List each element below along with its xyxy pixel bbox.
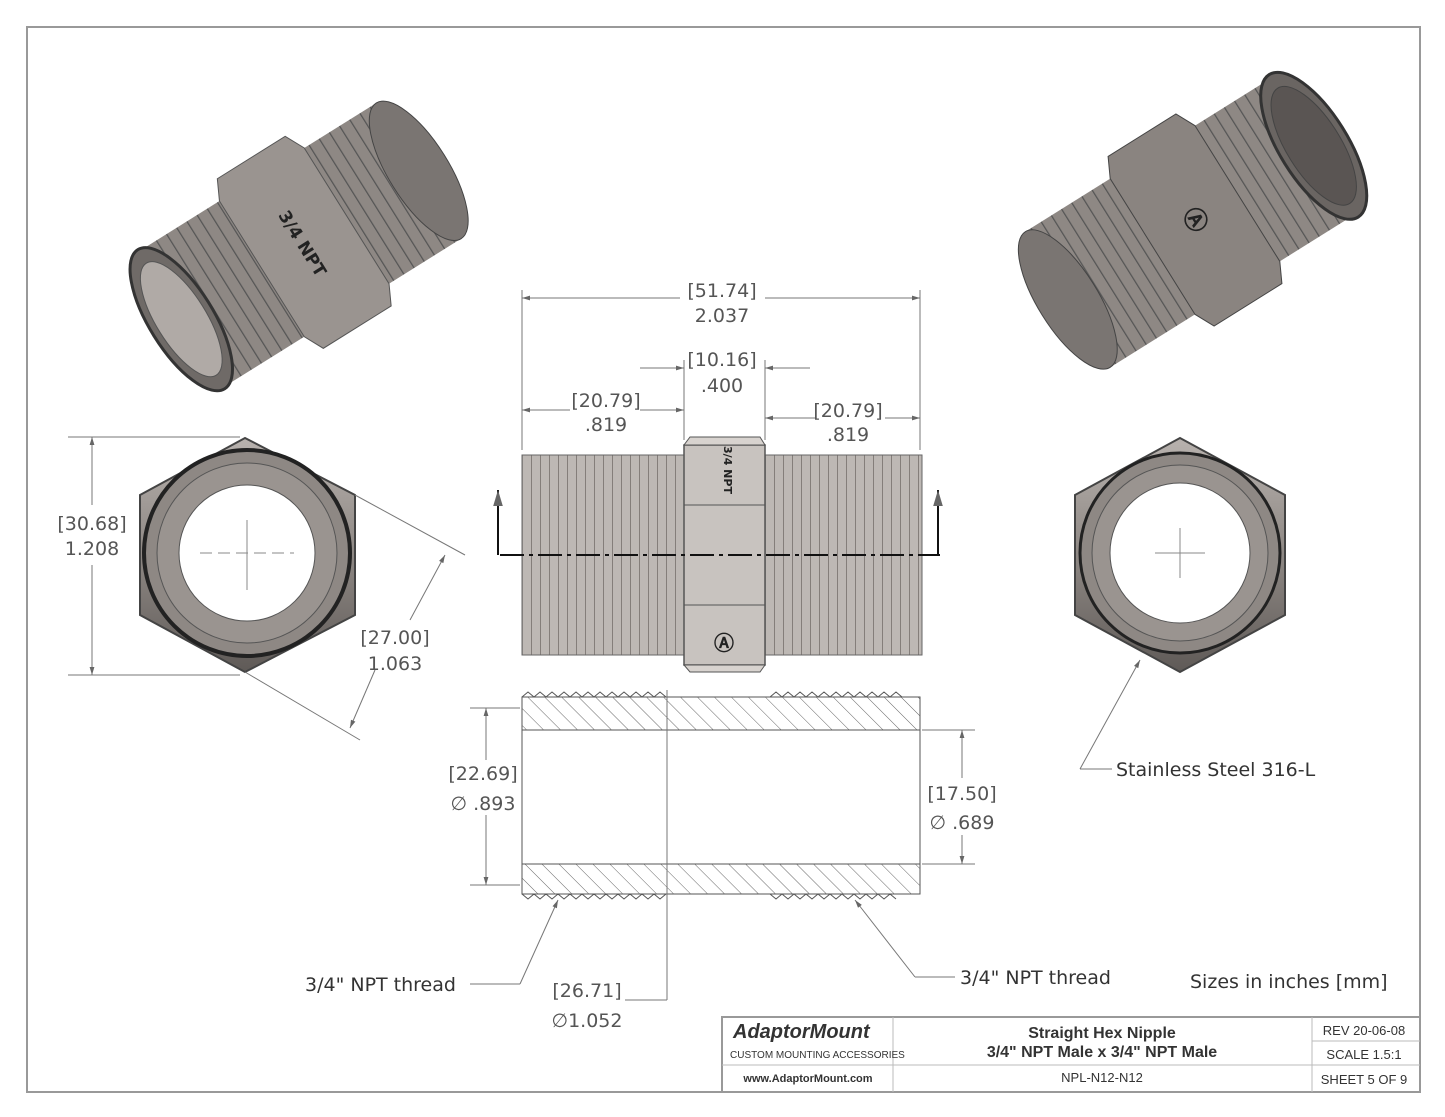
dim-thread-left-in: .819 bbox=[585, 414, 627, 436]
dim-hex-corners-in: 1.208 bbox=[65, 538, 119, 560]
company-logo: AdaptorMount bbox=[732, 1021, 871, 1043]
part-number: NPL-N12-N12 bbox=[1061, 1070, 1143, 1085]
units-note: Sizes in inches [mm] bbox=[1190, 971, 1388, 993]
dim-thread-od-in: ∅1.052 bbox=[552, 1010, 623, 1032]
dim-thread-od-mm: [26.71] bbox=[552, 980, 621, 1002]
company-tagline: CUSTOM MOUNTING ACCESSORIES bbox=[730, 1050, 905, 1061]
title-block: AdaptorMount CUSTOM MOUNTING ACCESSORIES… bbox=[721, 1016, 1421, 1093]
dim-bore-end-mm: [17.50] bbox=[927, 783, 996, 805]
dim-bore-inner-in: ∅ .893 bbox=[451, 793, 516, 815]
callout-thread-right: 3/4" NPT thread bbox=[960, 967, 1111, 989]
callout-material: Stainless Steel 316-L bbox=[1116, 759, 1316, 781]
revision: REV 20-06-08 bbox=[1323, 1023, 1405, 1038]
dim-overall-length-in: 2.037 bbox=[695, 305, 749, 327]
dim-hex-width-mm: [10.16] bbox=[687, 349, 756, 371]
isometric-view-right: Ⓐ bbox=[1017, 70, 1369, 370]
dim-hex-corners-mm: [30.68] bbox=[57, 513, 126, 535]
scale: SCALE 1.5:1 bbox=[1326, 1047, 1401, 1062]
dim-hex-flats-mm: [27.00] bbox=[360, 627, 429, 649]
dim-overall-length-mm: [51.74] bbox=[687, 280, 756, 302]
front-engraving: 3/4 NPT bbox=[721, 446, 734, 494]
hex-end-view-left bbox=[139, 436, 356, 674]
hex-end-view-right bbox=[1074, 436, 1286, 674]
part-title: Straight Hex Nipple bbox=[1028, 1025, 1176, 1042]
sheet-number: SHEET 5 OF 9 bbox=[1321, 1072, 1407, 1087]
front-view: 3/4 NPT Ⓐ bbox=[493, 436, 943, 673]
dim-bore-inner-mm: [22.69] bbox=[448, 763, 517, 785]
dim-thread-right-mm: [20.79] bbox=[813, 400, 882, 422]
dim-thread-right-in: .819 bbox=[827, 424, 869, 446]
dim-bore-end-in: ∅ .689 bbox=[930, 812, 995, 834]
front-logo-mark: Ⓐ bbox=[714, 631, 734, 655]
dimension-lines bbox=[68, 290, 1141, 1001]
callout-thread-left: 3/4" NPT thread bbox=[305, 974, 456, 996]
dim-thread-left-mm: [20.79] bbox=[571, 390, 640, 412]
dim-hex-flats-in: 1.063 bbox=[368, 653, 422, 675]
company-website: www.AdaptorMount.com bbox=[742, 1073, 872, 1085]
isometric-view-left: 3/4 NPT bbox=[128, 100, 469, 393]
dim-hex-width-in: .400 bbox=[701, 375, 743, 397]
section-view bbox=[521, 691, 921, 900]
part-subtitle: 3/4" NPT Male x 3/4" NPT Male bbox=[987, 1044, 1217, 1061]
